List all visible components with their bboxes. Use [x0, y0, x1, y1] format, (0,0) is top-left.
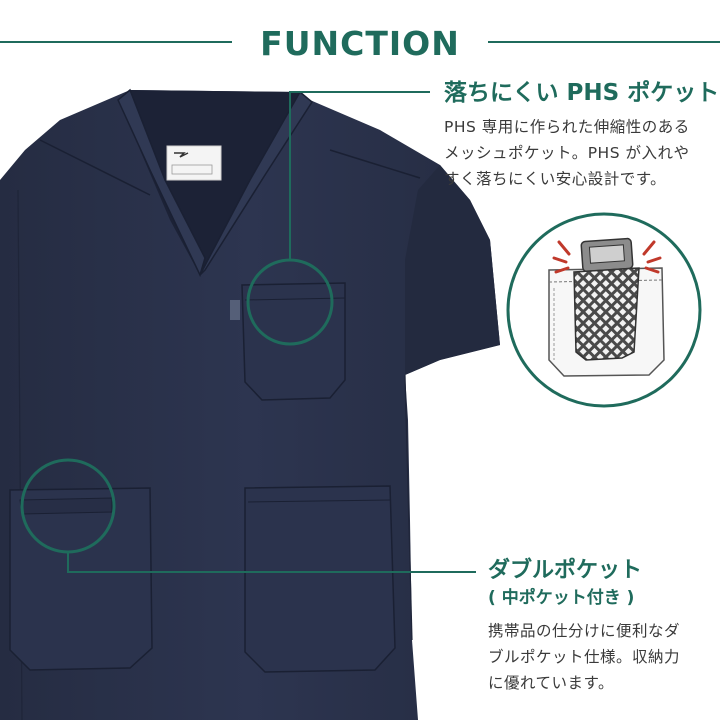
motion-marks-right [642, 240, 662, 274]
chest-pocket [241, 282, 346, 401]
feature-double-pocket-description: 携帯品の仕分けに便利なダ ブルポケット仕様。収納力 に優れています。 [488, 618, 680, 696]
feature-phs-pocket-description: PHS 専用に作られた伸縮性のある メッシュポケット。PHS が入れや すく落ち… [444, 114, 690, 192]
lower-right-pocket [244, 485, 396, 673]
description-line: すく落ちにくい安心設計です。 [444, 170, 667, 188]
description-line: PHS 専用に作られた伸縮性のある [444, 118, 690, 136]
neck-label [166, 145, 222, 181]
sleeve-right [405, 165, 500, 375]
description-line: ブルポケット仕様。収納力 [488, 648, 681, 666]
feature-double-pocket-subtitle: ( 中ポケット付き ) [488, 588, 635, 608]
feature-double-pocket-title: ダブルポケット [488, 558, 643, 583]
description-line: メッシュポケット。PHS が入れや [444, 144, 690, 162]
header-divider-right [488, 41, 720, 43]
mesh-pocket [573, 267, 640, 361]
feature-phs-pocket-title: 落ちにくい PHS ポケット [444, 80, 720, 106]
scrub-shirt-illustration [0, 88, 500, 720]
page-title: FUNCTION [260, 24, 460, 63]
description-line: に優れています。 [488, 674, 614, 692]
motion-marks-left [552, 240, 571, 274]
header-divider-left [0, 41, 232, 43]
phs-pocket-detail-illustration [506, 212, 702, 408]
chest-tag [230, 300, 240, 320]
description-line: 携帯品の仕分けに便利なダ [488, 622, 681, 640]
lower-left-pocket [9, 487, 153, 671]
neck-inner [130, 90, 300, 275]
